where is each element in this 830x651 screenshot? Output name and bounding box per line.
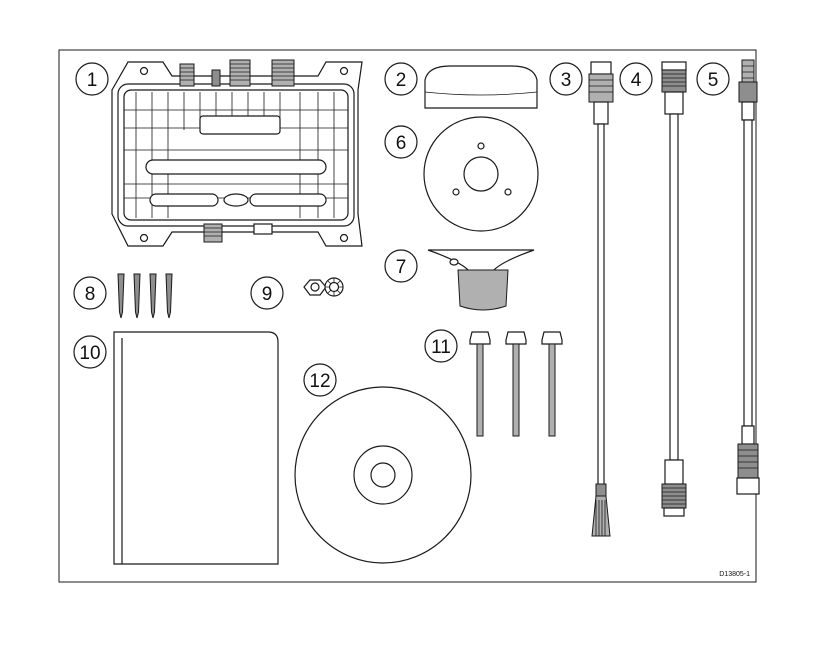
- callout-6-label: 6: [396, 133, 407, 154]
- pole-mount-illustration: [427, 249, 535, 311]
- callout-1-label: 1: [87, 70, 98, 91]
- nut-washer-illustration: [303, 277, 344, 297]
- network-cable-illustration: [736, 59, 760, 495]
- callout-12-label: 12: [309, 371, 330, 392]
- callout-3-label: 3: [561, 70, 572, 91]
- callout-8-label: 8: [85, 284, 96, 305]
- callout-12: 12: [303, 363, 337, 397]
- antenna-dome-illustration: [424, 65, 538, 109]
- figure-code: D13805-1: [719, 571, 750, 578]
- manual-illustration: [113, 331, 279, 565]
- callout-4-label: 4: [631, 70, 642, 91]
- callout-3: 3: [549, 62, 583, 96]
- callout-9: 9: [250, 276, 284, 310]
- callout-2: 2: [384, 62, 418, 96]
- callout-9-label: 9: [262, 284, 273, 305]
- callout-4: 4: [619, 62, 653, 96]
- callout-5: 5: [696, 62, 730, 96]
- callout-7-label: 7: [396, 257, 407, 278]
- callout-11: 11: [424, 329, 458, 363]
- callout-2-label: 2: [396, 70, 407, 91]
- callout-10: 10: [73, 335, 107, 369]
- antenna-cable-illustration: [661, 61, 687, 517]
- bolts-illustration: [469, 331, 563, 437]
- screws-illustration: [117, 273, 173, 319]
- ais-unit-illustration: [111, 59, 363, 247]
- callout-8: 8: [73, 276, 107, 310]
- callout-6: 6: [384, 125, 418, 159]
- callout-5-label: 5: [708, 70, 719, 91]
- callout-1: 1: [75, 62, 109, 96]
- power-cable-illustration: [588, 61, 614, 537]
- cd-illustration: [294, 386, 472, 564]
- callout-10-label: 10: [79, 343, 100, 364]
- callout-11-label: 11: [431, 337, 451, 358]
- callout-7: 7: [384, 249, 418, 283]
- mount-plate-illustration: [423, 116, 539, 232]
